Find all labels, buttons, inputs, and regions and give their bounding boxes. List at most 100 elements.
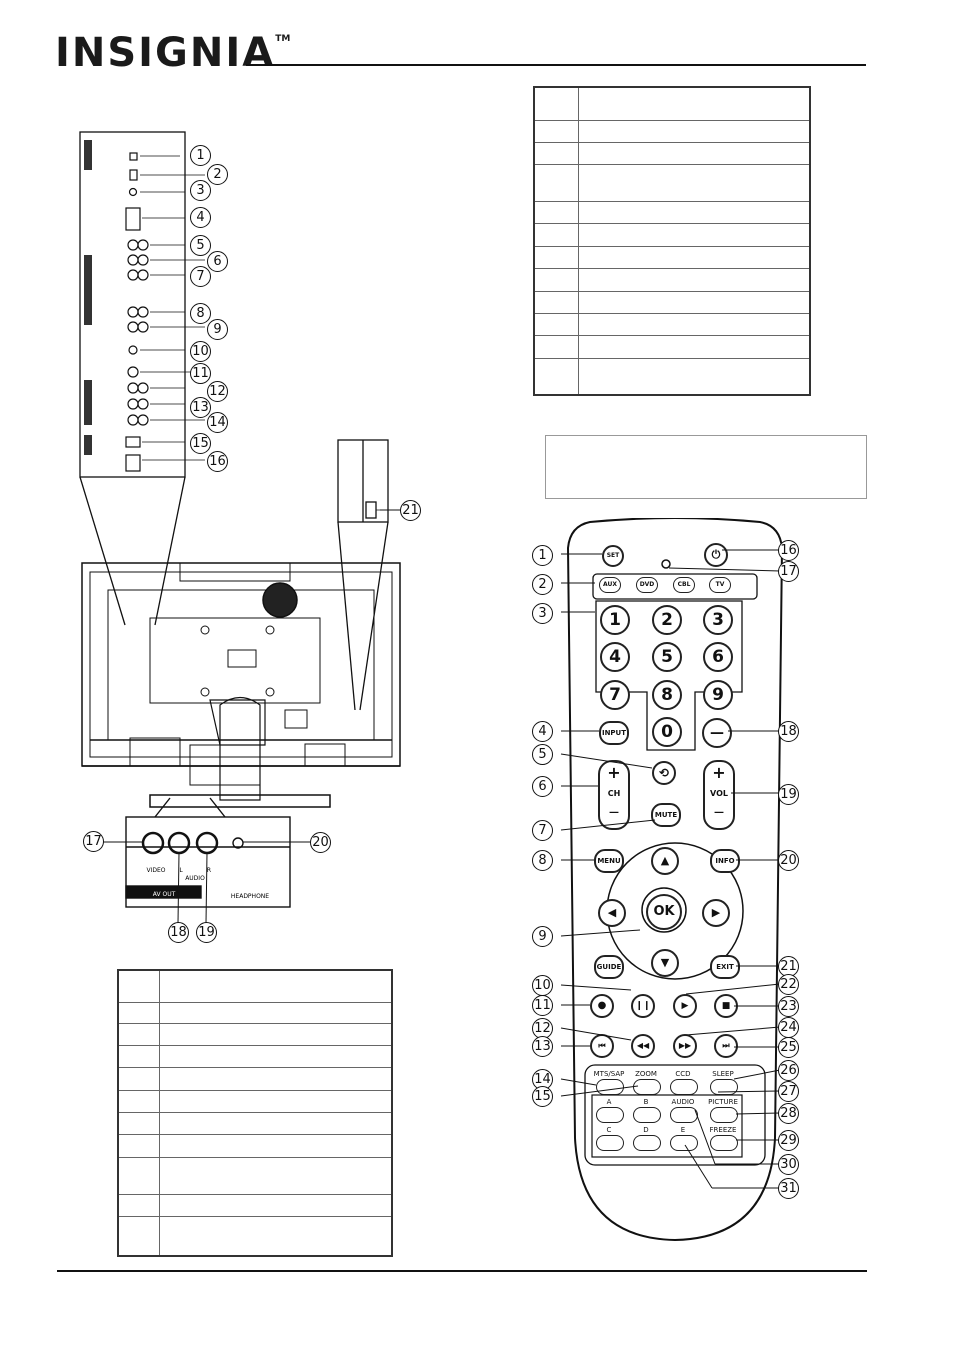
skip-forward-icon: ⏭ <box>722 1041 730 1050</box>
source-cbl-button[interactable]: CBL <box>673 577 695 593</box>
tv-callout-18: 18 <box>168 922 189 943</box>
play-button[interactable]: ▶ <box>673 994 697 1018</box>
recall-icon: ⟲ <box>658 766 670 780</box>
set-button[interactable]: SET <box>602 545 624 567</box>
ccd-label: CCD <box>675 1070 691 1078</box>
c-button[interactable] <box>596 1135 624 1151</box>
mts-sap-label: MTS/SAP <box>593 1070 625 1078</box>
tv-callout-2: 2 <box>207 164 228 185</box>
digit-1-button[interactable]: 1 <box>600 605 630 635</box>
remote-callout-30: 30 <box>778 1154 799 1175</box>
sleep-button[interactable] <box>710 1079 738 1095</box>
a-label: A <box>606 1098 612 1106</box>
skip-back-icon: ⏮ <box>598 1041 606 1050</box>
remote-callout-16: 16 <box>778 540 799 561</box>
av-label-headphone: HEADPHONE <box>231 893 269 900</box>
guide-button[interactable]: GUIDE <box>594 955 624 979</box>
digit-8-button[interactable]: 8 <box>652 680 682 710</box>
channel-rocker[interactable]: + CH — <box>598 760 630 830</box>
remote-callout-14: 14 <box>532 1069 553 1090</box>
remote-callout-29: 29 <box>778 1130 799 1151</box>
tv-back-diagram: VIDEO L AUDIO R AV OUT HEADPHONE <box>79 131 401 924</box>
pause-button[interactable]: ❙❙ <box>631 994 655 1018</box>
rewind-button[interactable]: ◀◀ <box>631 1034 655 1058</box>
tv-callout-6: 6 <box>207 251 228 272</box>
d-button[interactable] <box>633 1135 661 1151</box>
remote-callout-8: 8 <box>532 850 553 871</box>
picture-label: PICTURE <box>708 1098 738 1106</box>
power-button[interactable]: ⏻ <box>704 543 728 567</box>
left-arrow-icon: ◀ <box>607 906 617 919</box>
remote-callout-2: 2 <box>532 574 553 595</box>
side-zoom-right <box>337 439 400 711</box>
skip-back-button[interactable]: ⏮ <box>590 1034 614 1058</box>
b-button[interactable] <box>633 1107 661 1123</box>
tv-callout-8: 8 <box>190 303 211 324</box>
av-label-avout: AV OUT <box>153 891 176 898</box>
tv-callout-7: 7 <box>190 266 211 287</box>
remote-callout-28: 28 <box>778 1103 799 1124</box>
source-dvd-button[interactable]: DVD <box>636 577 658 593</box>
tv-callout-20: 20 <box>310 832 331 853</box>
table-top-right <box>533 86 811 396</box>
remote-callout-15: 15 <box>532 1086 553 1107</box>
header-rule <box>246 64 866 66</box>
tv-callout-13: 13 <box>190 397 211 418</box>
digit-5-button[interactable]: 5 <box>652 642 682 672</box>
e-button[interactable] <box>670 1135 698 1151</box>
volume-up-icon: + <box>712 763 726 782</box>
digit-0-button[interactable]: 0 <box>652 717 682 747</box>
remote-callout-23: 23 <box>778 996 799 1017</box>
down-arrow-button[interactable]: ▼ <box>651 949 679 977</box>
tv-callout-16: 16 <box>207 451 228 472</box>
digit-9-button[interactable]: 9 <box>703 680 733 710</box>
record-button[interactable]: ● <box>590 994 614 1018</box>
digit-6-button[interactable]: 6 <box>703 642 733 672</box>
remote-callout-25: 25 <box>778 1037 799 1058</box>
up-arrow-button[interactable]: ▲ <box>651 847 679 875</box>
digit-7-button[interactable]: 7 <box>600 680 630 710</box>
remote-callout-10: 10 <box>532 975 553 996</box>
fast-forward-button[interactable]: ▶▶ <box>673 1034 697 1058</box>
input-button[interactable]: INPUT <box>599 721 629 745</box>
exit-button[interactable]: EXIT <box>710 955 740 979</box>
recall-button[interactable]: ⟲ <box>652 761 676 785</box>
a-button[interactable] <box>596 1107 624 1123</box>
tv-callout-21: 21 <box>400 500 421 521</box>
ok-button[interactable]: OK <box>646 894 682 930</box>
audio-label: AUDIO <box>671 1098 695 1106</box>
digit-4-button[interactable]: 4 <box>600 642 630 672</box>
av-label-audio: AUDIO <box>185 875 205 882</box>
down-arrow-icon: ▼ <box>660 956 670 969</box>
skip-forward-button[interactable]: ⏭ <box>714 1034 738 1058</box>
audio-button[interactable] <box>670 1107 698 1123</box>
dash-button[interactable]: — <box>702 718 732 748</box>
right-arrow-icon: ▶ <box>711 906 721 919</box>
remote-callout-20: 20 <box>778 850 799 871</box>
remote-callout-13: 13 <box>532 1036 553 1057</box>
brand-logo: INSIGNIATM <box>55 30 291 76</box>
source-tv-button[interactable]: TV <box>709 577 731 593</box>
play-icon: ▶ <box>681 1001 689 1011</box>
freeze-button[interactable] <box>710 1135 738 1151</box>
picture-button[interactable] <box>710 1107 738 1123</box>
tv-callout-4: 4 <box>190 207 211 228</box>
source-aux-button[interactable]: AUX <box>599 577 621 593</box>
digit-2-button[interactable]: 2 <box>652 605 682 635</box>
tv-callout-11: 11 <box>190 363 211 384</box>
remote-callout-9: 9 <box>532 926 553 947</box>
av-label-video: VIDEO <box>146 867 165 874</box>
remote-callout-1: 1 <box>532 545 553 566</box>
digit-3-button[interactable]: 3 <box>703 605 733 635</box>
tv-body <box>81 562 401 808</box>
left-arrow-button[interactable]: ◀ <box>598 899 626 927</box>
tv-callout-12: 12 <box>207 381 228 402</box>
volume-rocker[interactable]: + VOL — <box>703 760 735 830</box>
mute-button[interactable]: MUTE <box>651 803 681 827</box>
menu-button[interactable]: MENU <box>594 849 624 873</box>
ccd-button[interactable] <box>670 1079 698 1095</box>
volume-down-icon: — <box>714 807 724 818</box>
right-arrow-button[interactable]: ▶ <box>702 899 730 927</box>
info-button[interactable]: INFO <box>710 849 740 873</box>
c-label: C <box>606 1126 612 1134</box>
